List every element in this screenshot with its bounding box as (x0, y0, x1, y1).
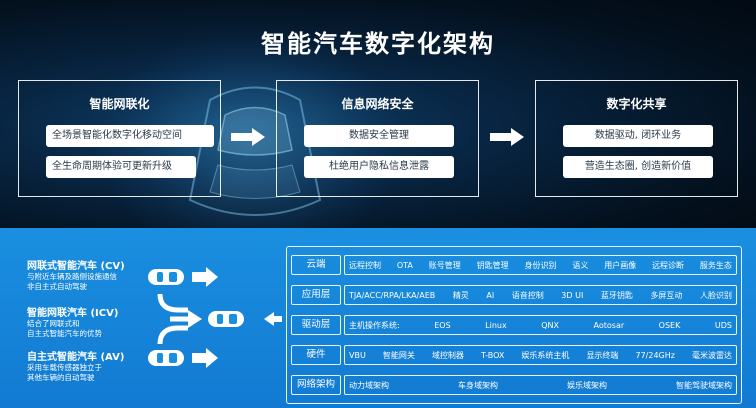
vehicle-type-icv: 智能网联汽车 (ICV) 结合了网联式和 自主式智能汽车的优势 (27, 304, 118, 339)
layer-item: OSEK (658, 320, 681, 330)
vehicle-type-desc: 采用车载传感器独立于 (27, 363, 102, 372)
architecture-layers-table: 云端 远程控制 OTA 账号管理 钥匙管理 身份识别 语义 用户画像 远程诊断 … (286, 246, 742, 404)
layer-items: 动力域架构 车身域架构 娱乐域架构 智能驾驶域架构 (344, 375, 737, 395)
vehicle-type-desc: 结合了网联式和 (27, 319, 80, 328)
layer-item: 远程控制 (349, 260, 381, 270)
panel-chip: 营造生态圈, 创造新价值 (563, 156, 713, 178)
layer-item: 精灵 (452, 290, 469, 300)
right-arrow-icon (231, 128, 265, 146)
layer-item: 身份识别 (524, 260, 557, 270)
layer-items: 主机操作系统: EOS Linux QNX Aotosar OSEK UDS (344, 315, 737, 335)
layer-item: 人脸识别 (699, 290, 732, 300)
layer-item: T-BOX (480, 350, 505, 360)
panel-chip: 数据安全管理 (304, 125, 454, 147)
panel-chip: 杜绝用户隐私信息泄露 (304, 156, 454, 178)
panel-chip: 全生命周期体验可更新升级 (46, 156, 196, 178)
vehicle-type-cv: 网联式智能汽车 (CV) 与附近车辆及路侧设施通信 非自主式自动驾驶 (27, 257, 125, 292)
layer-item: 3D UI (561, 290, 584, 300)
layer-row-application: 应用层 TJA/ACC/RPA/LKA/AEB 精灵 AI 语音控制 3D UI… (291, 285, 737, 305)
layer-label: 云端 (291, 255, 341, 275)
car-icon (148, 350, 184, 366)
panel-title: 数字化共享 (606, 97, 667, 111)
layer-items: VBU 智能网关 域控制器 T-BOX 娱乐系统主机 显示终端 77/24GHz… (344, 345, 737, 365)
layer-item: OTA (396, 260, 413, 270)
vehicle-type-title: 智能网联汽车 (ICV) (27, 308, 119, 319)
layer-item: 语义 (572, 260, 589, 270)
layer-item: UDS (714, 320, 732, 330)
layer-item: 智能网关 (382, 350, 415, 360)
layer-row-hardware: 硬件 VBU 智能网关 域控制器 T-BOX 娱乐系统主机 显示终端 77/24… (291, 345, 737, 365)
layer-item: 用户画像 (604, 260, 637, 270)
panel-title: 信息网络安全 (341, 97, 414, 111)
layer-item: 娱乐域架构 (567, 380, 607, 390)
panel-intelligent-networking: 智能网联化 全场景智能化数字化移动空间 全生命周期体验可更新升级 (18, 80, 221, 197)
layer-item: 语音控制 (511, 290, 544, 300)
vehicle-type-desc: 非自主式自动驾驶 (27, 282, 87, 291)
layer-item: 账号管理 (428, 260, 461, 270)
layer-item: 动力域架构 (349, 380, 389, 390)
layer-item: AI (486, 290, 495, 300)
layer-item: QNX (541, 320, 560, 330)
layer-item: 毫米波雷达 (692, 350, 732, 360)
vehicle-type-title: 网联式智能汽车 (CV) (27, 261, 125, 272)
vehicle-type-desc: 自主式智能汽车的优势 (27, 329, 102, 338)
left-arrow-icon (264, 312, 274, 326)
layer-label: 驱动层 (291, 315, 341, 335)
right-arrow-icon (192, 267, 218, 287)
layer-item: 智能驾驶域架构 (676, 380, 732, 390)
layer-item: EOS (434, 320, 451, 330)
panel-information-security: 信息网络安全 数据安全管理 杜绝用户隐私信息泄露 (276, 80, 479, 197)
panel-chip: 数据驱动, 闭环业务 (563, 125, 713, 147)
page-title: 智能汽车数字化架构 (261, 30, 495, 58)
layer-label: 硬件 (291, 345, 341, 365)
layer-item: 77/24GHz (635, 350, 675, 360)
layer-row-network: 网络架构 动力域架构 车身域架构 娱乐域架构 智能驾驶域架构 (291, 375, 737, 395)
layer-item: Linux (485, 320, 507, 330)
layer-item: 车身域架构 (458, 380, 498, 390)
car-icon (148, 269, 184, 285)
layer-item: 域控制器 (431, 350, 464, 360)
vehicle-type-desc: 与附近车辆及路侧设施通信 (27, 272, 117, 281)
panel-title: 智能网联化 (89, 97, 150, 111)
layer-row-cloud: 云端 远程控制 OTA 账号管理 钥匙管理 身份识别 语义 用户画像 远程诊断 … (291, 255, 737, 275)
layer-item: 主机操作系统: (349, 320, 400, 330)
layer-item: VBU (349, 350, 366, 360)
right-arrow-icon (192, 348, 218, 368)
layer-item: 显示终端 (586, 350, 619, 360)
right-arrow-icon (188, 310, 202, 328)
car-icon (208, 311, 244, 327)
layer-item: 远程诊断 (652, 260, 685, 270)
layer-row-driver: 驱动层 主机操作系统: EOS Linux QNX Aotosar OSEK U… (291, 315, 737, 335)
layer-item: 蓝牙钥匙 (600, 290, 633, 300)
layer-item: 钥匙管理 (476, 260, 509, 270)
layer-label: 网络架构 (291, 375, 341, 395)
right-arrow-icon (490, 128, 524, 146)
vehicle-convergence-diagram (148, 267, 282, 368)
top-section: 智能汽车数字化架构 智能网联化 全场景智能化数字化移动空间 全生命周期体验可更新… (0, 0, 756, 228)
layer-item: TJA/ACC/RPA/LKA/AEB (349, 290, 436, 300)
panel-digital-sharing: 数字化共享 数据驱动, 闭环业务 营造生态圈, 创造新价值 (535, 80, 738, 197)
layer-item: 娱乐系统主机 (521, 350, 570, 360)
panel-chip: 全场景智能化数字化移动空间 (46, 125, 214, 147)
vehicle-type-av: 自主式智能汽车 (AV) 采用车载传感器独立于 其他车辆的自动驾驶 (27, 348, 124, 383)
layer-items: TJA/ACC/RPA/LKA/AEB 精灵 AI 语音控制 3D UI 蓝牙钥… (344, 285, 737, 305)
layer-item: Aotosar (593, 320, 625, 330)
layer-items: 远程控制 OTA 账号管理 钥匙管理 身份识别 语义 用户画像 远程诊断 服务生… (344, 255, 737, 275)
layer-item: 多屏互动 (650, 290, 683, 300)
vehicle-type-title: 自主式智能汽车 (AV) (27, 352, 125, 363)
layer-label: 应用层 (291, 285, 341, 305)
vehicle-type-desc: 其他车辆的自动驾驶 (27, 373, 95, 382)
layer-item: 服务生态 (699, 260, 732, 270)
bottom-section: 网联式智能汽车 (CV) 与附近车辆及路侧设施通信 非自主式自动驾驶 智能网联汽… (0, 228, 756, 408)
